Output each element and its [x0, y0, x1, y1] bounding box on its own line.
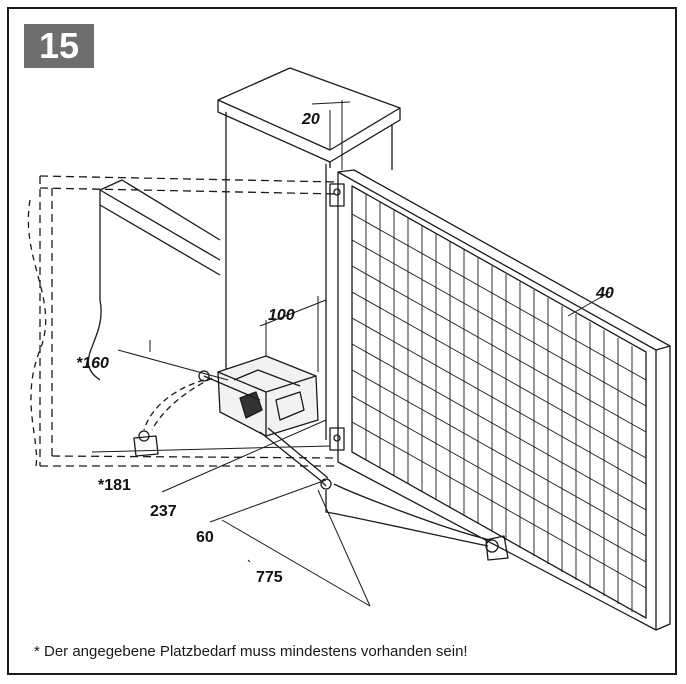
- gate-frame: [337, 169, 671, 631]
- dimension-lines: [91, 100, 611, 607]
- dim-label-motor-height: 100: [268, 307, 295, 324]
- open-gate-outline: [27, 175, 339, 467]
- dim-label-post-width: 20: [301, 111, 320, 128]
- hinges: [329, 183, 345, 451]
- gate-grid: [351, 194, 647, 612]
- wall: [87, 179, 221, 381]
- figure-number-badge: 15: [24, 24, 94, 68]
- dim-label-offset-a: 237: [150, 503, 177, 520]
- arm-assembly: [133, 370, 509, 561]
- pillar: [217, 67, 401, 440]
- dim-label-arm-length: 775: [256, 569, 283, 586]
- dim-label-frame-width: 40: [595, 285, 614, 302]
- figure-frame: [7, 7, 677, 675]
- dim-label-offset-b: 60: [196, 529, 214, 546]
- footnote: * Der angegebene Platzbedarf muss mindes…: [34, 643, 468, 660]
- dim-label-min-clearance: *160: [76, 355, 109, 372]
- dim-label-min-offset: *181: [98, 477, 131, 494]
- motor-unit: [217, 355, 319, 437]
